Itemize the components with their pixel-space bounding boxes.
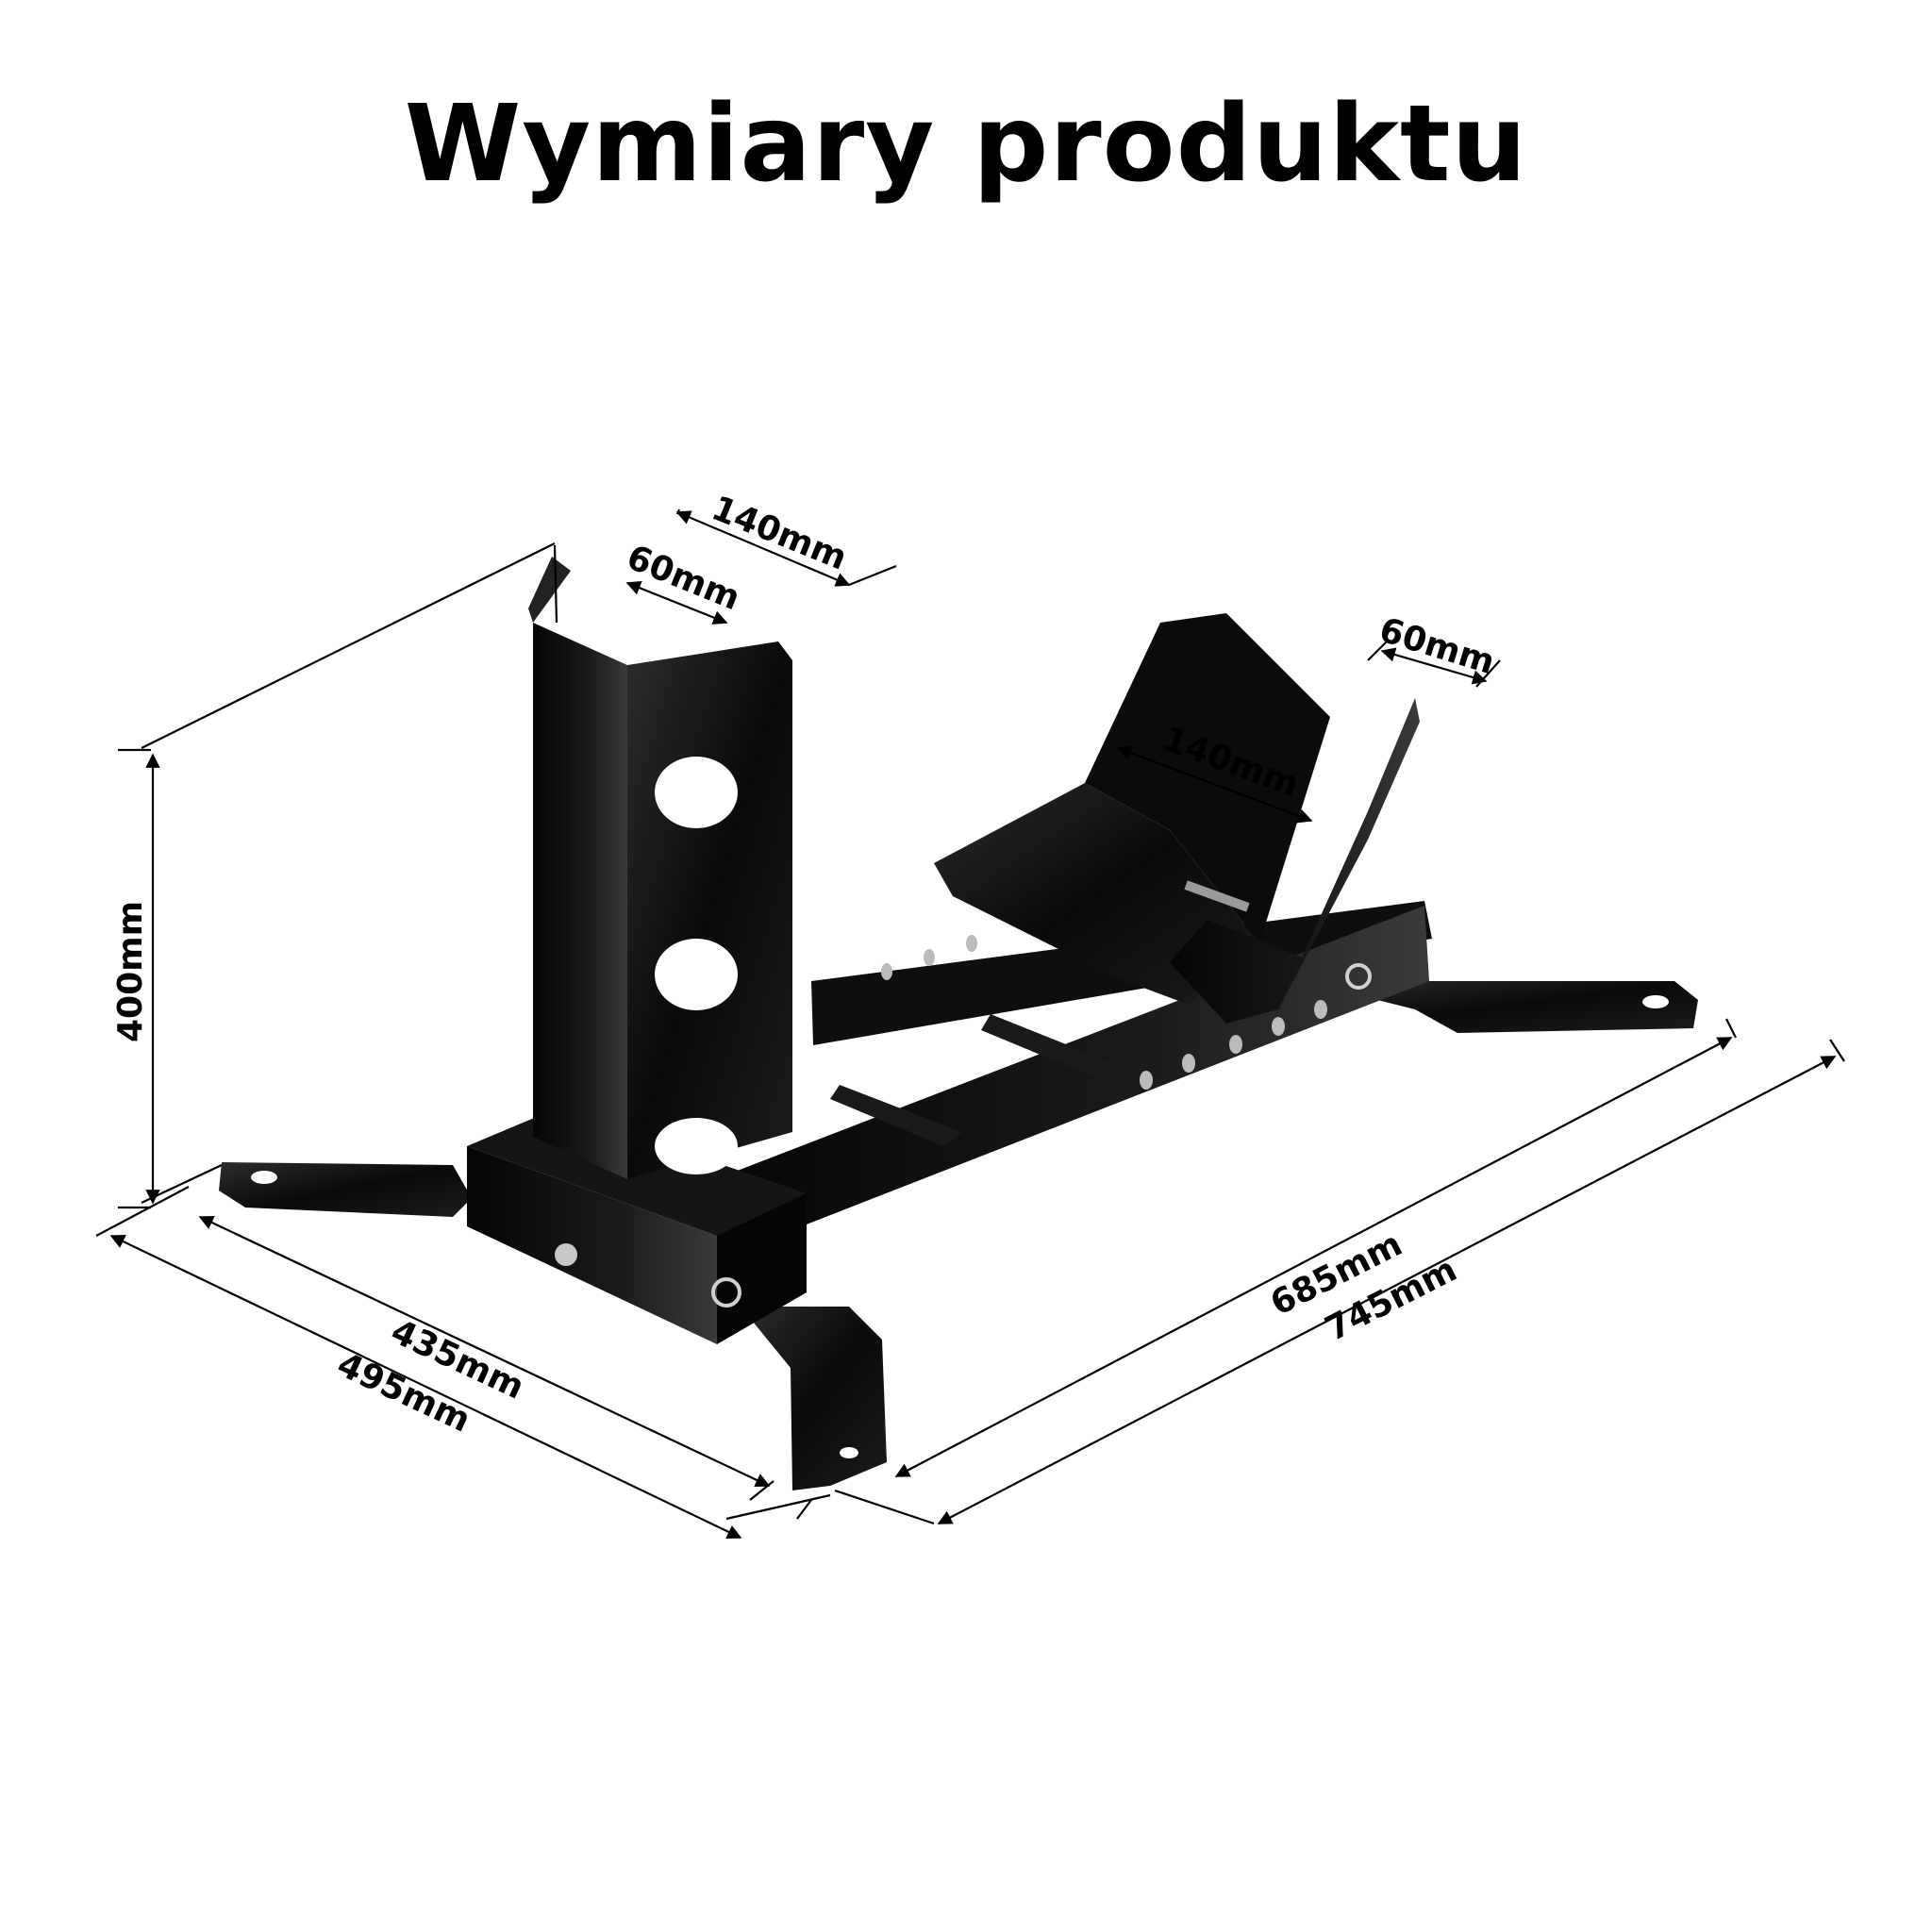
dim-line-stand-140 — [675, 510, 851, 587]
dim-line-base-495 — [109, 1235, 742, 1539]
right-foot-hole — [1642, 995, 1669, 1008]
clamp-base — [934, 783, 1259, 1005]
label-height-400: 400mm — [111, 901, 150, 1042]
dim-line-clamp-60 — [1380, 647, 1488, 685]
front-foot-hole — [840, 1447, 858, 1458]
left-foot-plate — [219, 1162, 472, 1217]
stand-hole-1 — [655, 757, 738, 828]
clamp-axle — [1184, 880, 1250, 912]
stand-hole-2 — [655, 939, 738, 1010]
dim-line-clamp-140 — [1116, 745, 1313, 824]
stand-hole-3 — [655, 1118, 738, 1174]
stand-lip — [528, 557, 571, 623]
page-title: Wymiary produktu — [404, 83, 1528, 206]
label-clamp-60: 60mm — [1374, 610, 1499, 682]
dim-line-rail-745 — [937, 1056, 1837, 1524]
stand-left-face — [533, 623, 627, 1179]
bolt — [555, 1243, 577, 1266]
dimension-lines — [95, 508, 1845, 1539]
stand-front-face — [627, 641, 792, 1179]
label-stand-140: 140mm — [707, 489, 853, 577]
left-foot-hole — [251, 1171, 277, 1184]
dim-line-stand-60 — [625, 580, 728, 625]
front-foot-plate — [741, 1307, 887, 1491]
clamp-front-arm — [1170, 698, 1420, 1024]
right-foot-plate — [1302, 981, 1698, 1033]
pin-right — [1345, 963, 1372, 990]
